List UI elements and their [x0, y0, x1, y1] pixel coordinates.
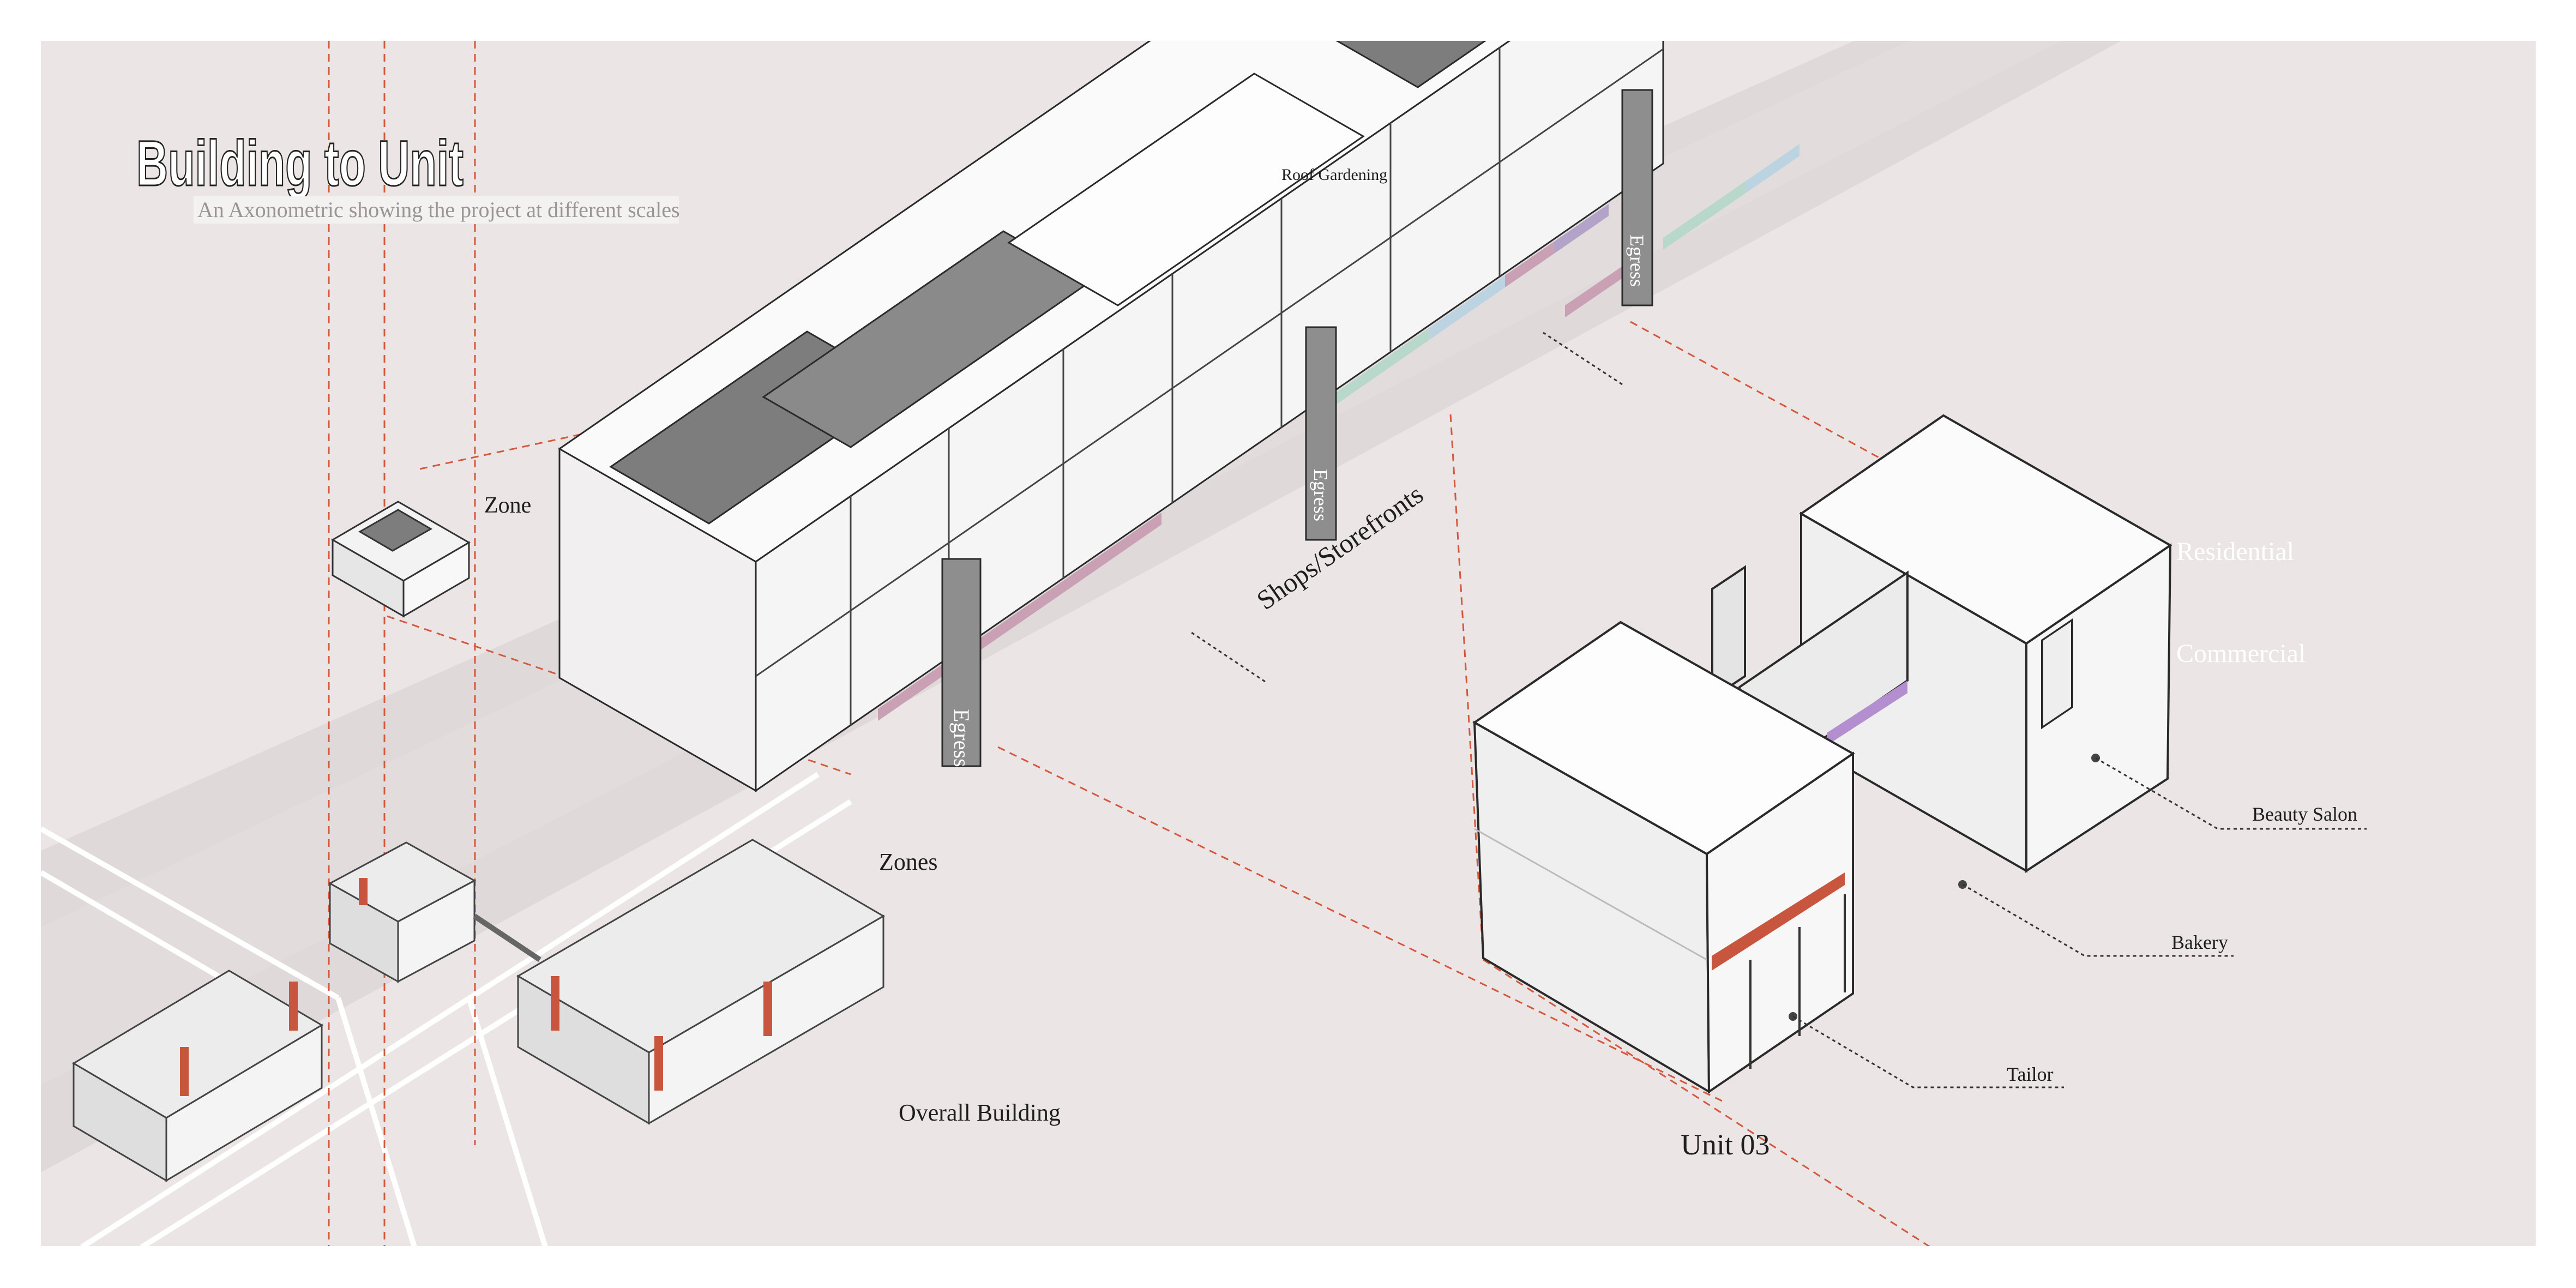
label-residential: Residential — [2176, 537, 2294, 566]
label-zone: Zone — [484, 493, 531, 518]
label-unit-03: Unit 03 — [1681, 1128, 1770, 1161]
left-box-top-face — [1472, 621, 1855, 856]
right-box-top-face — [1799, 414, 2172, 645]
page-title: Building to Unit — [136, 128, 464, 200]
building-front-face — [755, 0, 1664, 792]
label-egress: Egress — [949, 709, 974, 767]
label-roof-gardening: Roof Gardening — [1281, 166, 1387, 184]
subtitle: An Axonometric showing the project at di… — [197, 197, 680, 222]
label-bakery: Bakery — [2171, 931, 2228, 953]
street-band — [41, 41, 2121, 1172]
roof-patch — [762, 230, 1092, 448]
label-beauty-salon: Beauty Salon — [2252, 803, 2357, 825]
label-egress: Egress — [1310, 469, 1332, 521]
storefront-mullions — [1749, 894, 1846, 1069]
label-commercial: Commercial — [2176, 639, 2306, 668]
label-overall-building: Overall Building — [899, 1099, 1061, 1126]
roof-garden-area — [1007, 73, 1365, 306]
screen-panel — [1711, 565, 1746, 700]
columns — [755, 47, 1664, 725]
egress-core — [1621, 89, 1653, 306]
subtitle-backdrop — [194, 196, 679, 224]
purple-stripe — [1827, 681, 1907, 745]
unit-03-model — [1472, 414, 2172, 1094]
label-zones: Zones — [879, 848, 938, 875]
leader-lines — [1191, 332, 2367, 1088]
egress-core — [941, 558, 982, 767]
label-egress: Egress — [1626, 234, 1648, 287]
window — [2041, 618, 2073, 730]
zone-model — [331, 501, 471, 618]
egress-core — [1305, 326, 1337, 541]
label-tailor: Tailor — [2007, 1063, 2053, 1085]
red-stripe — [1712, 872, 1845, 971]
overall-building-model — [72, 839, 885, 1182]
zones-building — [558, 0, 1799, 792]
